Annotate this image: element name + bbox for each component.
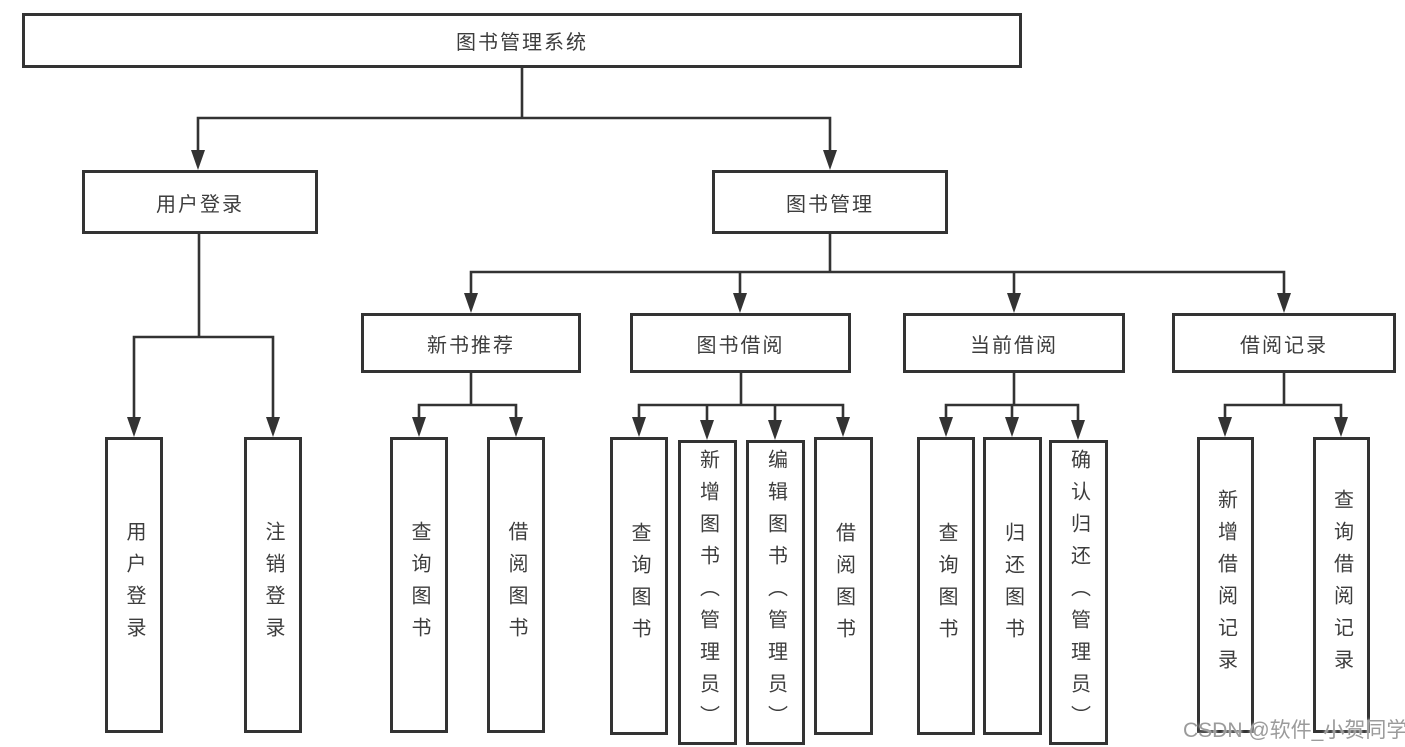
node-label: 图书借阅 [696, 334, 785, 357]
leaf-label: 归还图书 [1001, 522, 1024, 650]
leaf-label: 借阅图书 [832, 522, 855, 650]
node-book-borrowing: 图书借阅 [630, 313, 851, 373]
leaf-label: 编辑图书（管理员） [764, 448, 787, 737]
leaf-query-books-recommend: 查询图书 [390, 437, 448, 733]
leaf-logout: 注销登录 [244, 437, 302, 733]
node-new-book-recommend: 新书推荐 [361, 313, 581, 373]
node-label: 用户登录 [156, 193, 244, 216]
node-label: 当前借阅 [970, 334, 1058, 357]
leaf-label: 查询图书 [408, 521, 430, 649]
leaf-label: 借阅图书 [505, 521, 527, 649]
node-user-login: 用户登录 [82, 170, 318, 234]
leaf-label: 新增借阅记录 [1214, 489, 1237, 681]
leaf-label: 新增图书（管理员） [696, 448, 719, 737]
leaf-query-books-borrowing: 查询图书 [610, 437, 668, 735]
node-current-borrowing: 当前借阅 [903, 313, 1125, 373]
leaf-label: 查询图书 [628, 522, 650, 650]
node-label: 图书管理系统 [456, 32, 588, 54]
leaf-confirm-return-admin: 确认归还（管理员） [1049, 440, 1108, 745]
leaf-return-books: 归还图书 [983, 437, 1042, 735]
leaf-borrow-books-borrowing: 借阅图书 [814, 437, 873, 735]
leaf-add-borrow-record: 新增借阅记录 [1197, 437, 1254, 733]
leaf-query-borrow-record: 查询借阅记录 [1313, 437, 1370, 733]
node-label: 图书管理 [786, 193, 874, 216]
leaf-label: 查询图书 [935, 522, 957, 650]
node-label: 借阅记录 [1240, 334, 1328, 357]
leaf-borrow-books-recommend: 借阅图书 [487, 437, 545, 733]
connector-lines [132, 67, 1343, 422]
arrowhead-icons [127, 150, 1348, 440]
node-book-management: 图书管理 [712, 170, 948, 234]
node-label: 新书推荐 [427, 334, 515, 357]
node-book-management-system: 图书管理系统 [22, 13, 1022, 68]
leaf-add-book-admin: 新增图书（管理员） [678, 440, 737, 745]
leaf-user-login: 用户登录 [105, 437, 163, 733]
watermark: CSDN @软件_小贺同学 [1183, 719, 1405, 742]
leaf-label: 用户登录 [123, 521, 145, 649]
leaf-query-books-current: 查询图书 [917, 437, 975, 735]
leaf-label: 确认归还（管理员） [1067, 448, 1090, 737]
leaf-label: 查询借阅记录 [1330, 489, 1353, 681]
leaf-edit-book-admin: 编辑图书（管理员） [746, 440, 805, 745]
leaf-label: 注销登录 [262, 521, 284, 649]
node-borrowing-records: 借阅记录 [1172, 313, 1396, 373]
